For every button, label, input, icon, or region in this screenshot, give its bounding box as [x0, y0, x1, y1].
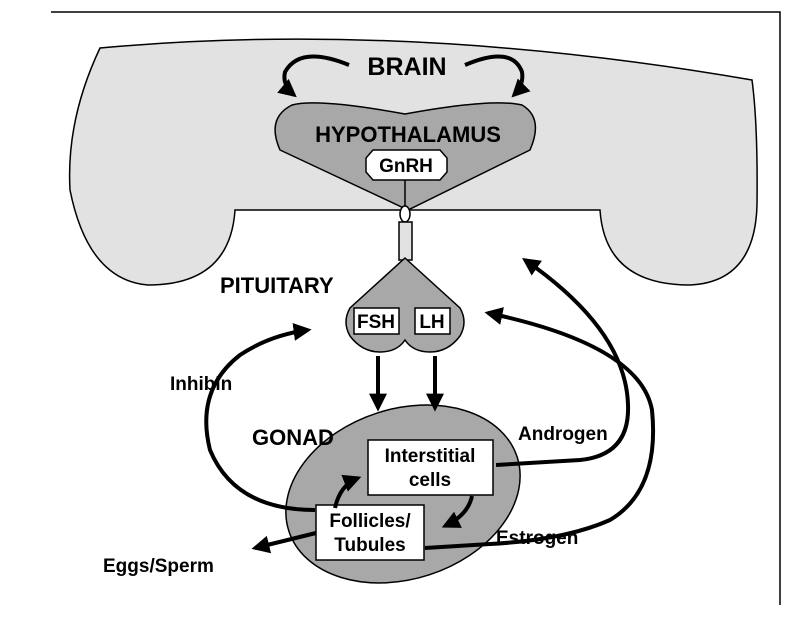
gnrh-box	[365, 149, 448, 181]
gnrh-label: GnRH	[379, 156, 433, 177]
pituitary-stalk	[398, 221, 413, 261]
follicles-tubules-line2: Tubules	[334, 535, 405, 556]
gonad-label: GONAD	[252, 425, 334, 450]
hypothalamus-label: HYPOTHALAMUS	[315, 122, 501, 147]
follicles-to-interstitial-arrow	[333, 474, 362, 509]
follicles-tubules-box	[315, 504, 425, 561]
frame-border	[51, 11, 781, 605]
androgen-label: Androgen	[518, 424, 608, 445]
estrogen-feedback-arrow	[424, 307, 656, 550]
androgen-feedback-arrow	[495, 257, 631, 467]
pituitary-label: PITUITARY	[220, 273, 334, 298]
fsh-box	[353, 307, 400, 335]
stalk-knob	[399, 205, 411, 223]
brain-left-feedback-arrow	[277, 54, 350, 98]
lh-box	[414, 307, 451, 335]
eggs-sperm-label: Eggs/Sperm	[103, 556, 214, 577]
interstitial-cells-line1: Interstitial	[385, 446, 476, 467]
fsh-label: FSH	[357, 312, 395, 333]
interstitial-cells-box	[367, 439, 494, 496]
brain-label: BRAIN	[367, 53, 446, 81]
pituitary-shape	[345, 256, 465, 353]
interstitial-to-follicles-arrow	[441, 495, 474, 528]
estrogen-label: Estrogen	[496, 528, 578, 549]
inhibin-label: Inhibin	[170, 374, 232, 395]
lh-label: LH	[419, 312, 444, 333]
interstitial-cells-line2: cells	[409, 470, 451, 491]
eggs-sperm-arrow	[251, 531, 317, 554]
inhibin-feedback-arrow	[204, 322, 316, 512]
brain-right-feedback-arrow	[464, 54, 531, 98]
follicles-tubules-line1: Follicles/	[329, 511, 411, 532]
